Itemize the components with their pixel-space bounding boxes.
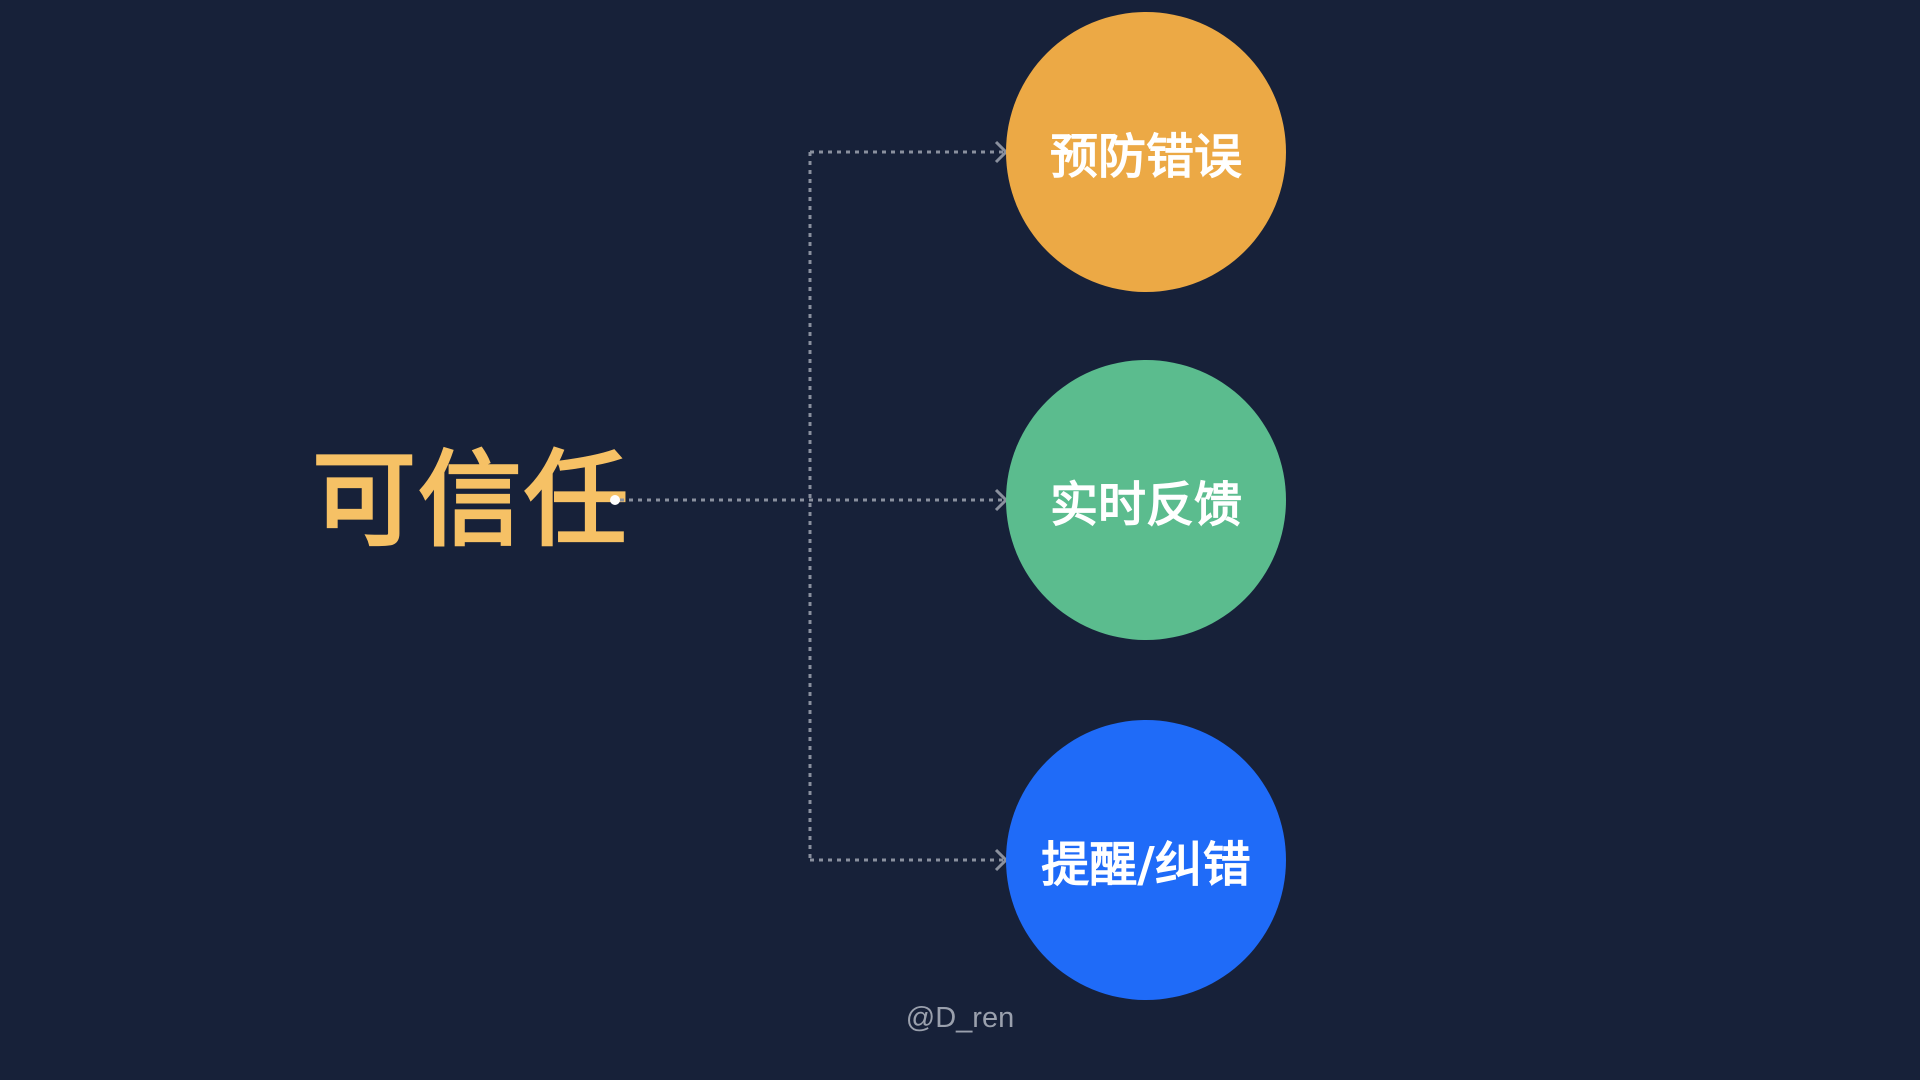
branch-label: 实时反馈: [1049, 477, 1242, 533]
branch-label: 预防错误: [1049, 129, 1242, 185]
watermark: @D_ren: [905, 1002, 1015, 1034]
branch-node-realtime-feedback: 实时反馈: [1006, 360, 1286, 640]
branch-node-prevent-errors: 预防错误: [1006, 12, 1286, 292]
branch-node-remind-correct: 提醒/纠错: [1006, 720, 1286, 1000]
branch-label: 提醒/纠错: [1041, 837, 1251, 893]
start-dot-icon: [610, 495, 620, 505]
root-node-title: 可信任: [312, 439, 631, 561]
